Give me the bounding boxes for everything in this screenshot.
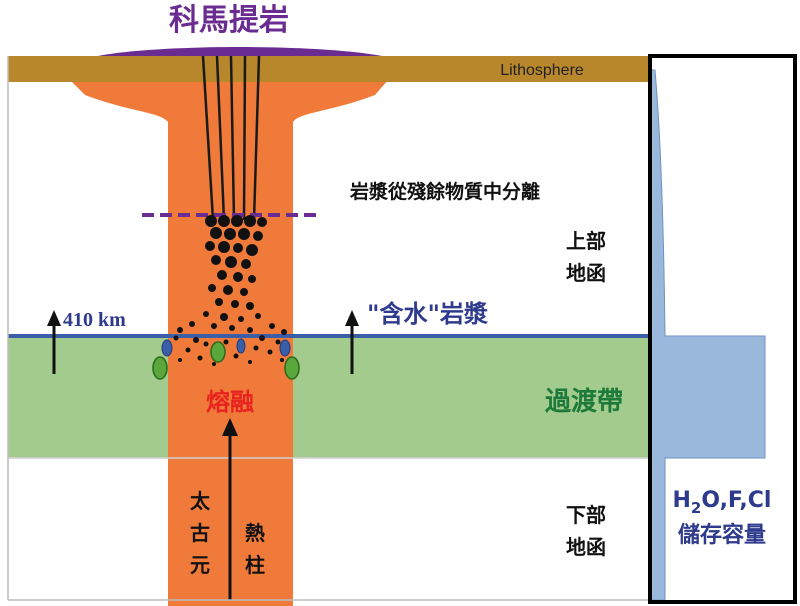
plume-right-char2: 柱 bbox=[245, 553, 265, 577]
upper-mantle-line1: 上部 bbox=[566, 229, 606, 253]
melt-droplet bbox=[223, 285, 233, 295]
melt-droplet bbox=[185, 347, 191, 353]
storage-label-line2: 儲存容量 bbox=[678, 522, 766, 548]
separation-label: 岩漿從殘餘物質中分離 bbox=[349, 180, 540, 203]
melt-droplet bbox=[253, 345, 259, 351]
diagram-title: 科馬提岩 bbox=[169, 3, 289, 38]
upward-arrows bbox=[47, 310, 359, 600]
melt-droplet bbox=[218, 241, 230, 253]
melt-droplet bbox=[259, 335, 265, 341]
upper-mantle-line2: 地函 bbox=[566, 261, 606, 285]
melt-droplet bbox=[244, 215, 256, 227]
melt-droplet bbox=[223, 339, 229, 345]
hydrous-blobs bbox=[152, 338, 300, 380]
melt-droplet bbox=[231, 215, 243, 227]
melt-droplet bbox=[240, 288, 248, 296]
melt-droplet bbox=[231, 300, 239, 308]
lower-mantle-line2: 地函 bbox=[566, 535, 606, 559]
melt-droplet bbox=[220, 313, 228, 321]
melt-droplet bbox=[280, 358, 284, 362]
transition-zone-label: 過渡帶 bbox=[545, 386, 623, 417]
melt-droplet bbox=[217, 270, 227, 280]
melt-droplet bbox=[233, 272, 243, 282]
melt-droplet bbox=[173, 335, 179, 341]
melt-droplet bbox=[177, 327, 183, 333]
melt-droplet bbox=[253, 231, 263, 241]
melt-droplet bbox=[197, 355, 203, 361]
plume-left-char1: 太 bbox=[190, 489, 211, 513]
melt-droplet bbox=[205, 215, 217, 227]
diagram-frame bbox=[7, 56, 650, 601]
melt-droplet bbox=[205, 241, 215, 251]
storage-capacity-frame bbox=[648, 54, 797, 604]
melt-droplet bbox=[257, 217, 267, 227]
plume-head bbox=[70, 80, 388, 140]
melt-droplet bbox=[275, 339, 281, 345]
melt-droplet bbox=[218, 215, 230, 227]
melt-droplet bbox=[267, 349, 273, 355]
plume-left-char2: 古 bbox=[190, 521, 210, 545]
melt-droplet bbox=[241, 259, 251, 269]
melt-droplet bbox=[248, 360, 252, 364]
hydrous-magma-label: "含水"岩漿 bbox=[367, 300, 488, 328]
lithosphere-layer bbox=[8, 56, 650, 82]
transition-zone-band bbox=[8, 336, 650, 458]
melt-droplet bbox=[269, 323, 275, 329]
melt-droplet bbox=[246, 244, 258, 256]
melt-droplet bbox=[247, 327, 253, 333]
melt-droplet bbox=[229, 325, 235, 331]
melt-droplet bbox=[178, 358, 182, 362]
melt-droplet bbox=[212, 362, 216, 366]
melt-droplet bbox=[246, 302, 254, 310]
plume-right-char1: 熱 bbox=[245, 521, 265, 545]
melt-droplet bbox=[233, 353, 239, 359]
melt-droplet bbox=[203, 311, 209, 317]
magma-dikes bbox=[201, 55, 261, 221]
melt-droplet bbox=[211, 323, 217, 329]
melting-label: 熔融 bbox=[206, 388, 254, 416]
melt-droplet bbox=[238, 316, 244, 322]
lower-mantle-line1: 下部 bbox=[566, 503, 606, 527]
melt-droplet bbox=[238, 228, 250, 240]
lithosphere-label: Lithosphere bbox=[500, 62, 584, 79]
melt-droplet bbox=[281, 329, 287, 335]
melt-droplet bbox=[193, 337, 199, 343]
melt-droplet bbox=[255, 313, 261, 319]
depth-label-410km: 410 km bbox=[63, 309, 126, 331]
melt-droplet bbox=[211, 255, 221, 265]
melt-droplet bbox=[189, 321, 195, 327]
melt-droplet bbox=[225, 256, 237, 268]
melt-droplet bbox=[203, 341, 209, 347]
melt-droplet bbox=[208, 284, 216, 292]
melt-droplet bbox=[233, 243, 243, 253]
melt-droplets bbox=[173, 215, 287, 366]
komatiite-lens bbox=[98, 47, 382, 56]
plume-left-char3: 元 bbox=[190, 553, 210, 577]
melt-droplet bbox=[224, 228, 236, 240]
storage-label-line1: H2O,F,Cl bbox=[673, 488, 772, 517]
melt-droplet bbox=[248, 275, 256, 283]
melt-droplet bbox=[215, 298, 223, 306]
storage-capacity-profile bbox=[649, 69, 766, 601]
melt-droplet bbox=[210, 227, 222, 239]
